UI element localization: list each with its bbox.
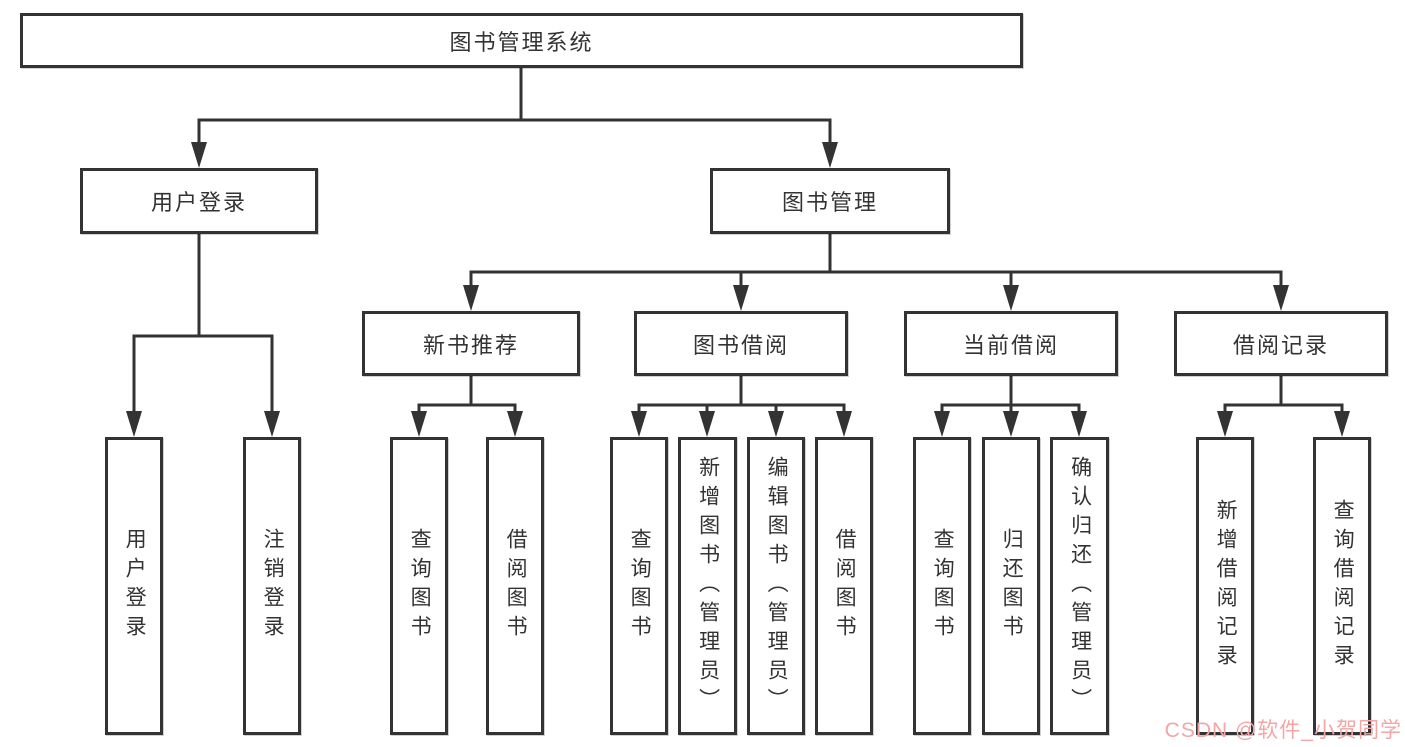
node-current-borrowing: 当前借阅 (904, 311, 1118, 376)
node-new-book-recommend: 新书推荐 (362, 311, 580, 376)
edges-borrow-records-to-leaves (1217, 376, 1350, 437)
leaf-br-query-record: 查询借阅记录 (1313, 437, 1371, 735)
leaf-label: 注销登录 (261, 528, 285, 644)
edges-root-to-level2 (191, 68, 838, 168)
node-borrow-records: 借阅记录 (1174, 311, 1388, 376)
leaf-nbr-borrow-books: 借阅图书 (486, 437, 544, 735)
leaf-label: 归还图书 (1000, 528, 1024, 644)
leaf-label: 借阅图书 (833, 528, 857, 644)
leaf-label: 编辑图书（管理员） (765, 455, 789, 717)
leaf-label: 查询图书 (408, 528, 432, 644)
leaf-label: 新增图书（管理员） (696, 455, 720, 717)
csdn-watermark: CSDN @软件_小贺同学 (1164, 719, 1402, 742)
leaf-nbr-query-books: 查询图书 (390, 437, 448, 735)
node-book-management: 图书管理 (710, 168, 950, 234)
leaf-bb-edit-books-admin: 编辑图书（管理员） (747, 437, 805, 735)
node-book-borrowing: 图书借阅 (634, 311, 848, 376)
node-user-login: 用户登录 (80, 168, 318, 234)
leaf-cb-return-books: 归还图书 (982, 437, 1040, 735)
leaf-br-add-record: 新增借阅记录 (1196, 437, 1254, 735)
leaf-label: 确认归还（管理员） (1068, 455, 1092, 717)
leaf-label: 新增借阅记录 (1214, 499, 1238, 673)
leaf-label: 查询图书 (931, 528, 955, 644)
leaf-logout: 注销登录 (243, 437, 301, 735)
leaf-user-login: 用户登录 (105, 437, 163, 735)
leaf-cb-confirm-return-admin: 确认归还（管理员） (1050, 437, 1109, 735)
leaf-bb-query-books: 查询图书 (610, 437, 668, 735)
edges-new-book-recommend-to-leaves (411, 376, 523, 437)
leaf-bb-add-books-admin: 新增图书（管理员） (678, 437, 737, 735)
leaf-label: 用户登录 (123, 528, 147, 644)
edges-user-login-to-leaves (126, 233, 280, 437)
edges-book-borrowing-to-leaves (631, 376, 852, 437)
leaf-bb-borrow-books: 借阅图书 (815, 437, 873, 735)
leaf-label: 查询借阅记录 (1331, 499, 1355, 673)
edges-current-borrowing-to-leaves (934, 376, 1087, 437)
leaf-label: 查询图书 (628, 528, 652, 644)
edges-book-management-to-level3 (463, 233, 1289, 311)
leaf-label: 借阅图书 (504, 528, 528, 644)
node-library-management-system: 图书管理系统 (20, 13, 1023, 68)
leaf-cb-query-books: 查询图书 (913, 437, 971, 735)
